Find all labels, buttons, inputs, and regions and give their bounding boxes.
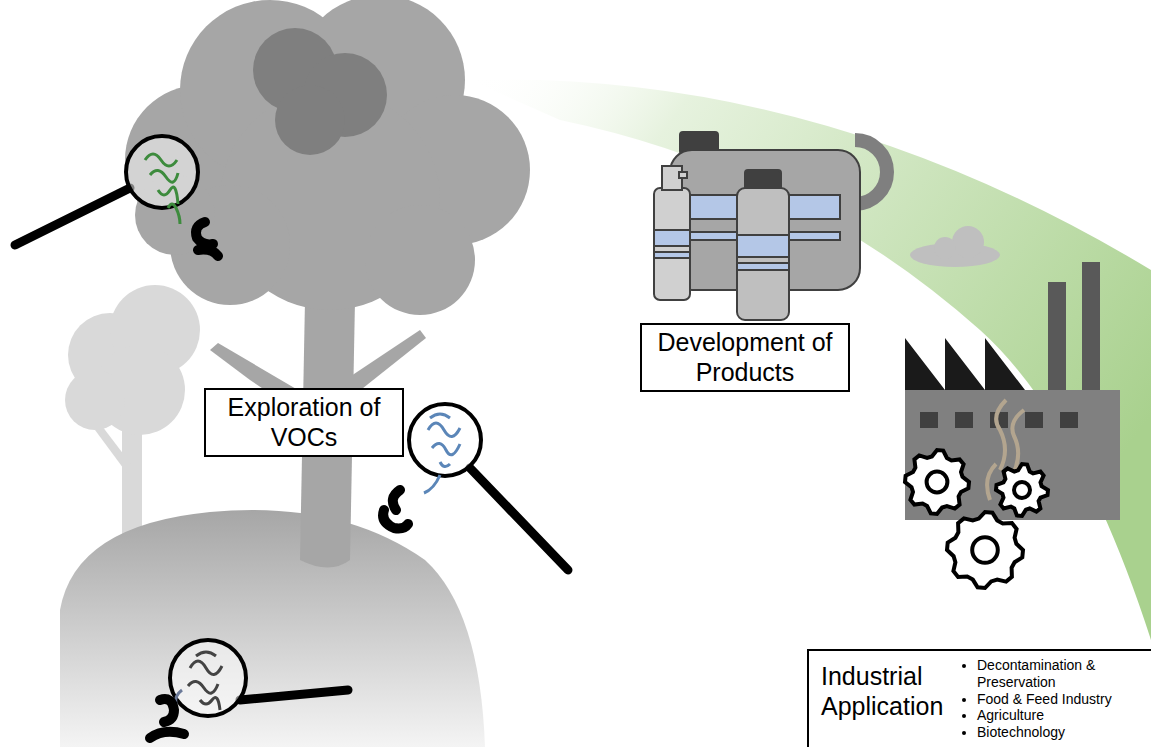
gear-hub (972, 537, 998, 563)
gear-hub (1014, 482, 1030, 498)
gear-hub (927, 472, 948, 493)
box-heading: Industrial Application (821, 661, 943, 721)
bullet-list: Decontamination & PreservationFood & Fee… (961, 657, 1147, 741)
tree-crown (125, 0, 530, 315)
hill (60, 510, 485, 747)
factory (905, 262, 1120, 520)
label-box: Exploration of VOCs (204, 388, 404, 457)
label-box: Development of Products (640, 323, 850, 392)
magnifier (383, 404, 568, 570)
bullet-item: Decontamination & Preservation (977, 657, 1147, 691)
gear (905, 450, 969, 514)
bullet-item: Food & Feed Industry (977, 691, 1147, 708)
product-containers (654, 132, 887, 320)
cloud (910, 226, 1000, 267)
box-label: Exploration of VOCs (215, 393, 393, 452)
magnifier (150, 640, 348, 738)
box-label: Development of Products (651, 328, 839, 387)
tree-shadow (253, 28, 387, 155)
gears (905, 450, 1048, 588)
bullet-item: Biotechnology (977, 724, 1147, 741)
green-arc (470, 80, 1151, 640)
gear (996, 464, 1048, 516)
bullet-item: Agriculture (977, 707, 1147, 724)
application-box: Industrial Application Decontamination & … (807, 649, 1151, 747)
magnifier (15, 136, 218, 256)
gear (947, 512, 1023, 588)
